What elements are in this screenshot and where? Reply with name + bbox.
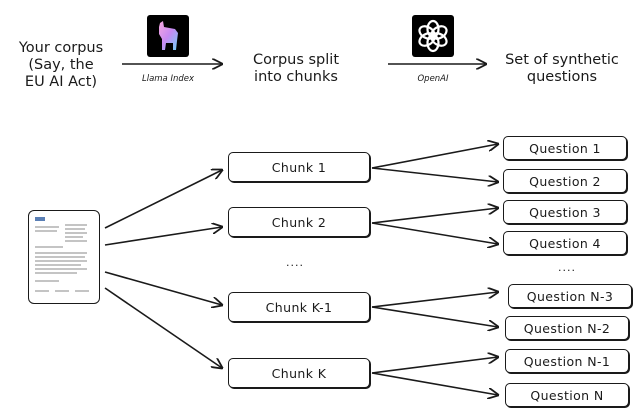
arrow-chunk1-q1 [371, 144, 498, 169]
question-box-n-2: Question N-2 [505, 316, 629, 340]
question-box-n-1: Question N-1 [505, 349, 629, 373]
tool1-label: Llama Index [141, 74, 195, 84]
llama-logo-icon [147, 15, 189, 57]
questions-label: Set of synthetic questions [505, 52, 619, 85]
question-box-4: Question 4 [503, 231, 627, 255]
arrow-doc-to-chunk-k [104, 287, 222, 368]
arrow-chunkk-qn [371, 372, 498, 395]
chunk-box-k-1: Chunk K-1 [228, 292, 370, 322]
arrow-chunkk-qn1 [371, 357, 498, 374]
arrow-chunk2-q3 [371, 208, 498, 224]
question-ellipsis: .... [558, 261, 576, 274]
openai-logo-icon [412, 15, 454, 57]
question-box-n-3: Question N-3 [508, 284, 632, 308]
tool2-label: OpenAI [417, 74, 449, 84]
chunk-box-1: Chunk 1 [228, 152, 370, 182]
arrow-chunk1-q2 [371, 167, 498, 182]
corpus-label: Your corpus (Say, the EU AI Act) [18, 40, 104, 90]
arrow-chunk2-q4 [371, 222, 498, 244]
question-box-3: Question 3 [503, 200, 627, 224]
arrow-doc-to-chunk-1 [104, 170, 222, 229]
question-box-2: Question 2 [503, 169, 627, 193]
arrow-doc-to-chunk-k-1 [104, 271, 222, 305]
chunk-box-2: Chunk 2 [228, 207, 370, 237]
split-label: Corpus split into chunks [252, 52, 340, 85]
question-box-n: Question N [505, 383, 629, 407]
question-box-1: Question 1 [503, 136, 627, 160]
arrow-chunkk1-qn3 [371, 292, 498, 308]
chunk-box-k: Chunk K [228, 358, 370, 388]
document-icon [28, 210, 100, 304]
arrow-chunkk1-qn2 [371, 306, 498, 327]
chunk-ellipsis: .... [286, 256, 304, 269]
arrow-doc-to-chunk-2 [104, 227, 222, 246]
